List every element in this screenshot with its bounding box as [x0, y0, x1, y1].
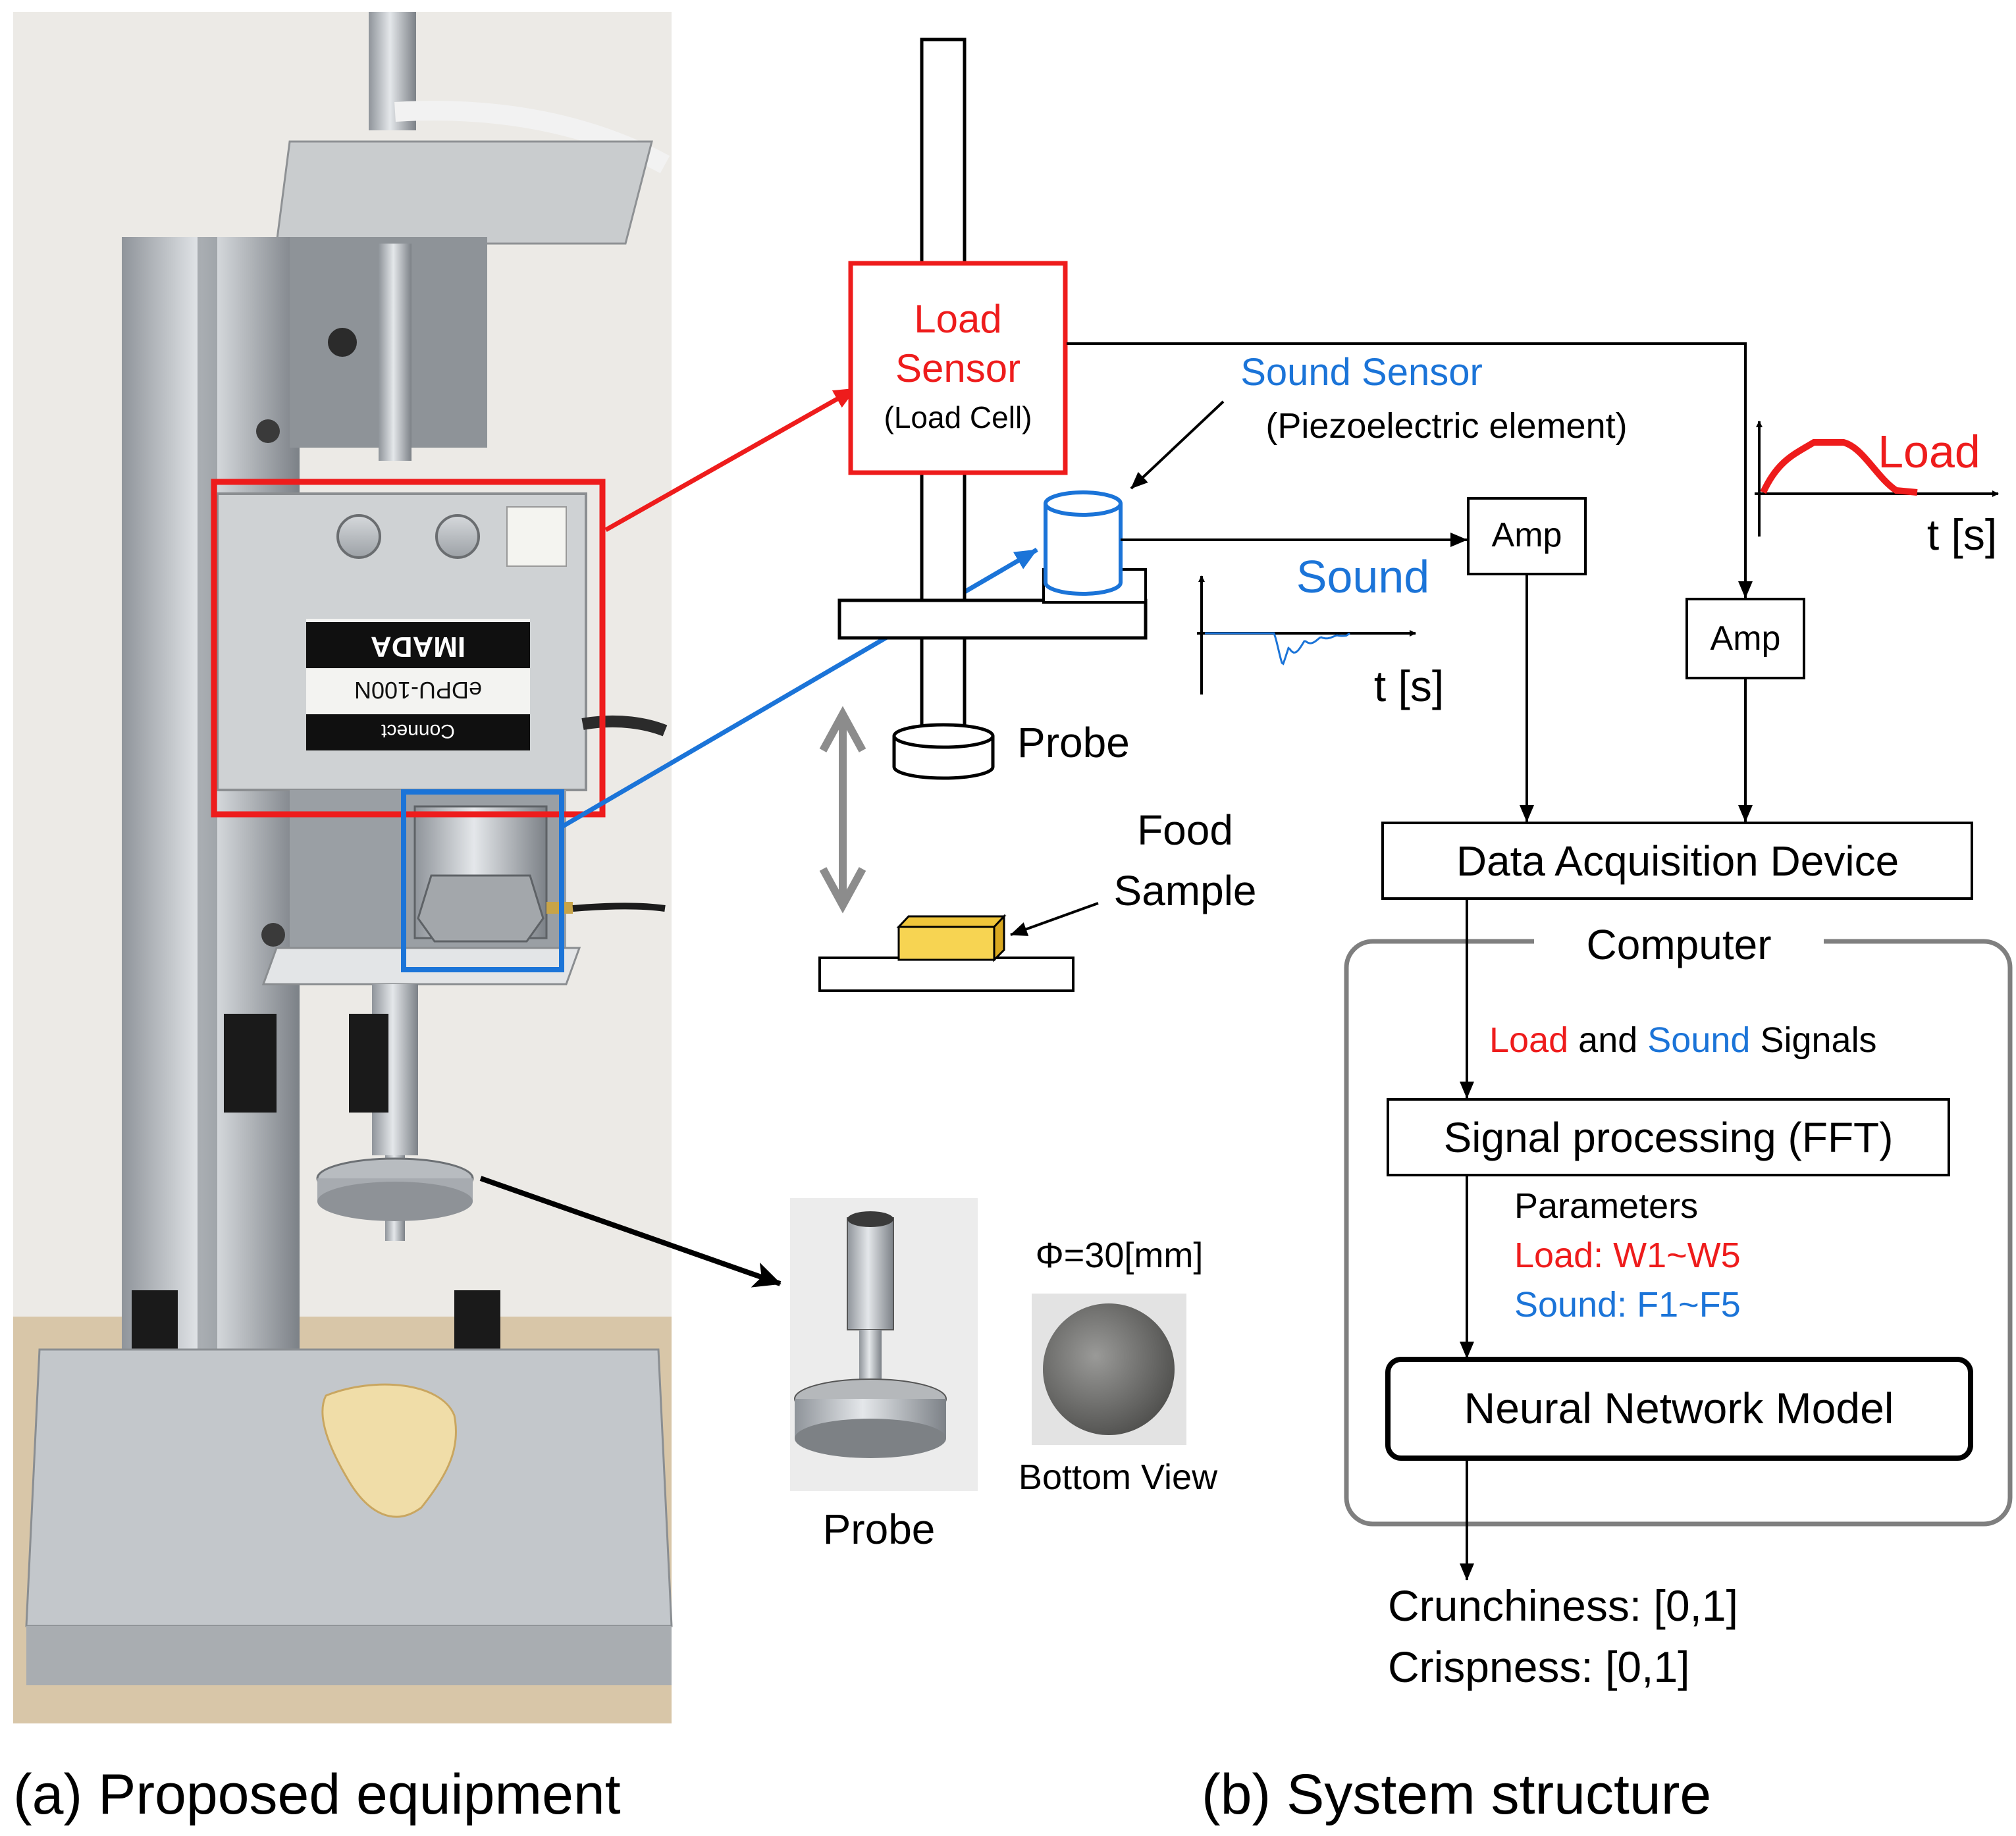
- bolt: [261, 923, 285, 947]
- bolt: [328, 328, 357, 357]
- load-waveform: [1760, 439, 1918, 496]
- amp-box-sound: [1467, 497, 1587, 575]
- schematic-rod: [920, 636, 967, 740]
- load-cell-sticker: [506, 506, 567, 567]
- motion-arrow-head-down: [819, 867, 866, 914]
- load-sensor-title-line1: Load: [914, 297, 1001, 341]
- sound-graph-axis-label: t [s]: [1374, 662, 1444, 710]
- model-brand-text: IMADA: [371, 631, 465, 663]
- sound-sensor-subtitle: (Piezoelectric element): [1265, 406, 1627, 446]
- bracket: [224, 1014, 277, 1113]
- amp-sound-label: Amp: [1492, 516, 1562, 554]
- load-to-amp-arrow: [1067, 342, 1753, 598]
- load-sensor-highlight-box: [211, 479, 606, 818]
- probe-photo-label: Probe: [823, 1506, 936, 1553]
- schematic-probe-label: Probe: [1017, 719, 1130, 766]
- bottom-view-label: Bottom View: [1019, 1457, 1218, 1497]
- model-connect-text: Connect: [381, 720, 454, 742]
- output-crunchiness: Crunchiness: [0,1]: [1388, 1581, 1738, 1630]
- sound-sensor-hex: [417, 874, 544, 943]
- food-sample-top: [896, 915, 1007, 928]
- probe-photo-stem: [847, 1217, 894, 1330]
- signals-caption-and: and: [1578, 1020, 1637, 1060]
- motion-arrow-head-up: [819, 706, 866, 752]
- food-sample-label-line2: Sample: [1114, 867, 1257, 914]
- upper-threaded-rod: [379, 244, 411, 461]
- sound-sensor-highlight-box: [401, 789, 564, 972]
- food-sample-chip: [321, 1383, 458, 1518]
- amp-box-load: [1685, 598, 1805, 679]
- base-plate-edge: [26, 1626, 672, 1685]
- load-graph-label: Load: [1878, 426, 1980, 477]
- load-cell-brand-bar: [306, 622, 530, 668]
- sound-graph-label: Sound: [1296, 551, 1429, 602]
- fft-box: [1387, 1098, 1950, 1176]
- amp-load-label: Amp: [1711, 619, 1781, 658]
- output-crispness: Crispness: [0,1]: [1388, 1642, 1690, 1691]
- schematic-plate: [837, 598, 1148, 640]
- probe-photo: [790, 1198, 978, 1491]
- food-sample-label-line1: Food: [1137, 806, 1233, 854]
- caption-b: (b) System structure: [1202, 1763, 1711, 1826]
- probe-photo-disc-base: [795, 1419, 946, 1458]
- daq-label: Data Acquisition Device: [1456, 837, 1899, 885]
- load-sensor-pointer-arrow: [604, 386, 857, 533]
- signals-caption-load: Load: [1489, 1020, 1568, 1060]
- probe-disc-bottom: [317, 1182, 473, 1221]
- daq-box: [1381, 822, 1973, 900]
- load-cell-cable: [581, 715, 668, 737]
- signals-caption-tail: Signals: [1760, 1020, 1876, 1060]
- fft-label: Signal processing (FFT): [1444, 1114, 1894, 1161]
- sound-sensor-cylinder: [1044, 504, 1123, 596]
- load-sensor-title-line2: Sensor: [895, 346, 1021, 390]
- nn-label: Neural Network Model: [1464, 1384, 1894, 1432]
- sound-waveform: [1205, 632, 1350, 666]
- signals-caption-sound: Sound: [1647, 1020, 1750, 1060]
- signals-caption: Load and Sound Signals: [1489, 1020, 1877, 1060]
- sound-sensor-cable: [572, 903, 666, 912]
- top-plate: [275, 140, 653, 245]
- food-sample-label-arrow: [1010, 902, 1099, 936]
- load-sensor-box: [848, 261, 1068, 475]
- schematic-probe-top: [892, 723, 995, 749]
- bolt: [256, 419, 280, 443]
- model-number-text: eDPU-100N: [354, 677, 482, 704]
- parameters-title: Parameters: [1514, 1186, 1698, 1226]
- probe-bottom-view-photo: [1032, 1294, 1186, 1445]
- sound-sensor-title: Sound Sensor: [1240, 351, 1483, 394]
- load-cell-connect-bar: [306, 714, 530, 750]
- bracket: [349, 1014, 388, 1113]
- caption-a: (a) Proposed equipment: [13, 1763, 621, 1826]
- parameters-load: Load: W1~W5: [1514, 1236, 1741, 1275]
- computer-title-gap: [1534, 918, 1824, 968]
- load-sensor-subtitle: (Load Cell): [884, 400, 1032, 434]
- load-cell-screw: [435, 514, 480, 559]
- nn-box: [1385, 1357, 1973, 1461]
- computer-title: Computer: [1587, 921, 1772, 968]
- load-cell-screw: [336, 514, 381, 559]
- food-sample-front: [897, 926, 995, 961]
- sample-stage: [818, 957, 1074, 992]
- probe-photo-thread: [847, 1211, 893, 1227]
- sensor-plate: [261, 947, 581, 985]
- equipment-photo: IMADA eDPU-100N Connect: [13, 12, 673, 1723]
- probe-pointer-arrow: [479, 1176, 782, 1288]
- sound-sensor-cylinder-top: [1044, 490, 1123, 517]
- bottom-view-disc: [1043, 1303, 1175, 1435]
- probe-diameter-label: Φ=30[mm]: [1036, 1236, 1204, 1275]
- sound-sensor-label-arrow: [1130, 400, 1225, 490]
- load-graph-axis-label: t [s]: [1927, 510, 1997, 559]
- parameters-sound: Sound: F1~F5: [1514, 1285, 1741, 1325]
